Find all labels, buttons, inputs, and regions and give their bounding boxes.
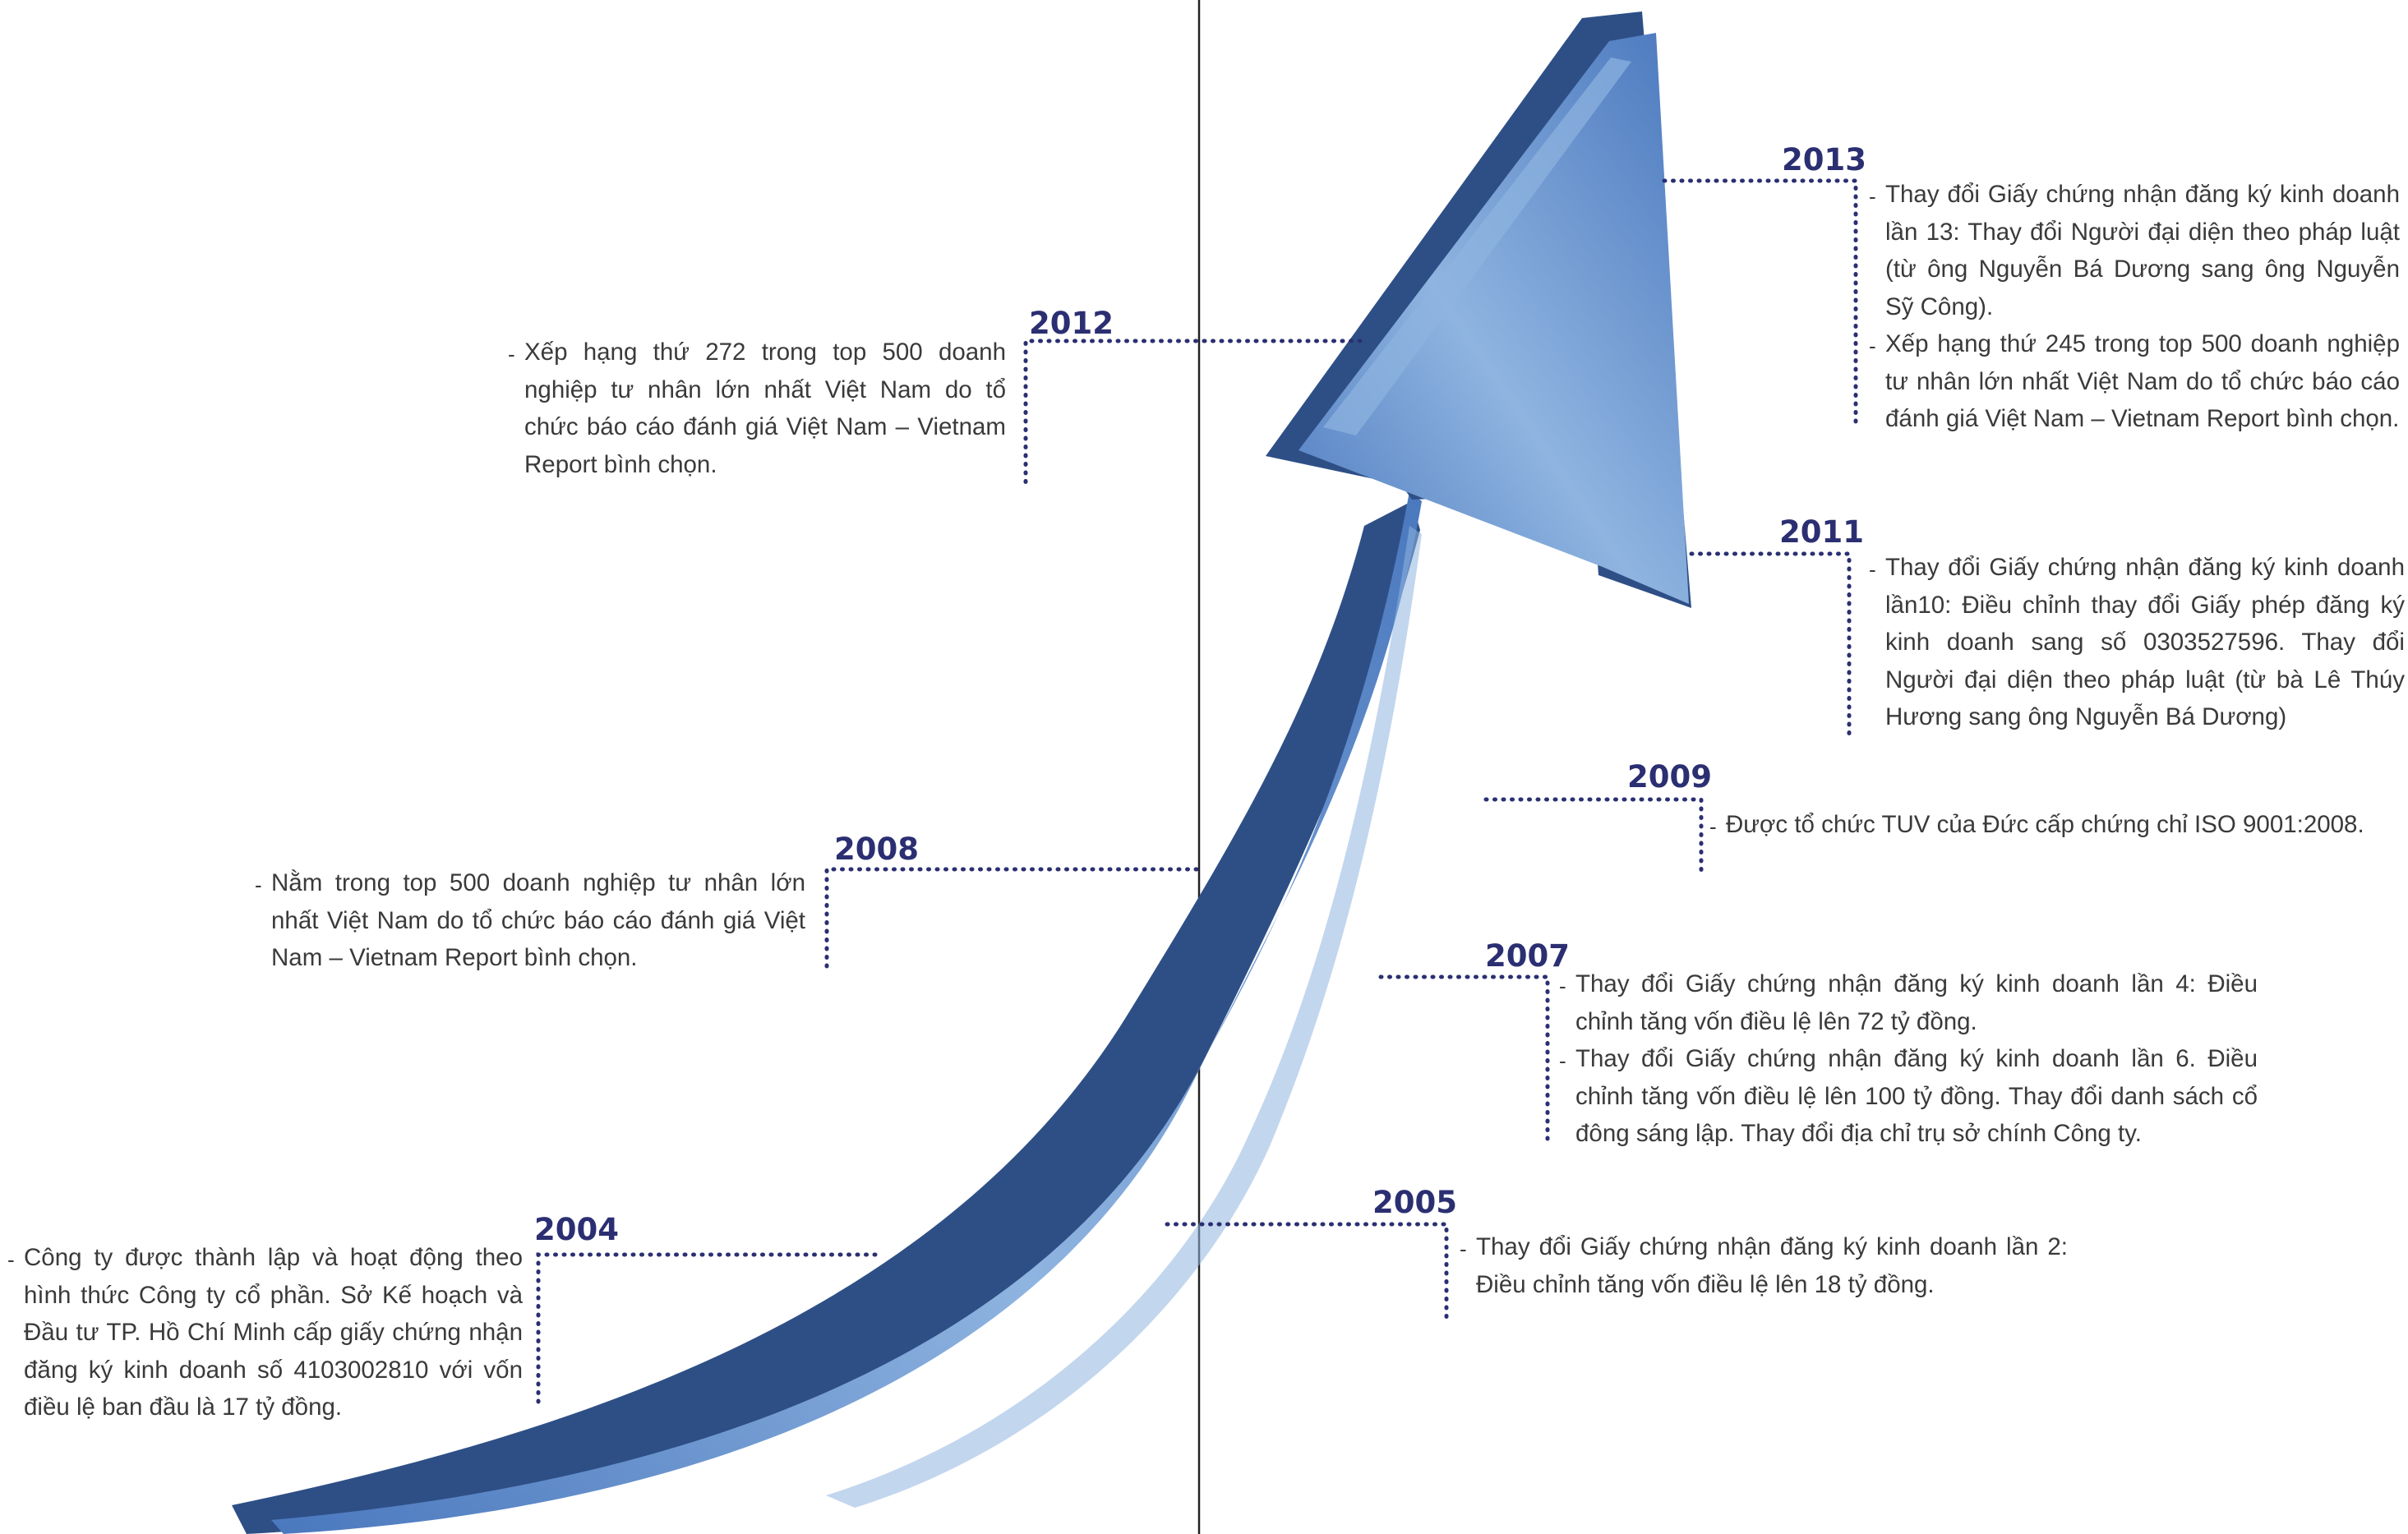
year-label-2007: 2007 [1485,938,1570,974]
connector-2012 [1023,339,1363,487]
event-item-2013-1: Thay đổi Giấy chứng nhận đăng ký kinh do… [1869,176,2400,325]
year-label-2004: 2004 [534,1212,619,1247]
year-label-2009: 2009 [1627,759,1712,795]
event-item-2013-2: Xếp hạng thứ 245 trong top 500 doanh ngh… [1869,325,2400,438]
year-label-2011: 2011 [1779,514,1864,550]
arrow-head-face [1299,33,1689,604]
event-item-2011-1: Thay đổi Giấy chứng nhận đăng ký kinh do… [1869,549,2405,736]
arrow-shaft-highlight [826,526,1422,1508]
event-note-2009: Được tổ chức TUV của Đức cấp chứng chỉ I… [1709,806,2383,845]
event-item-2007-1: Thay đổi Giấy chứng nhận đăng ký kinh do… [1559,965,2258,1040]
event-item-2005-1: Thay đổi Giấy chứng nhận đăng ký kinh do… [1460,1228,2068,1303]
year-label-2012: 2012 [1029,306,1114,341]
connector-2011 [1689,551,1852,738]
event-note-2008: Nằm trong top 500 doanh nghiệp tư nhân l… [255,864,805,977]
year-label-2005: 2005 [1372,1185,1457,1220]
event-note-2004: Công ty được thành lập và hoạt động theo… [7,1239,523,1426]
arrow-head-highlight [1323,58,1631,435]
connector-2008 [824,867,1199,976]
connector-2009 [1483,797,1704,873]
event-item-2007-2: Thay đổi Giấy chứng nhận đăng ký kinh do… [1559,1040,2258,1153]
event-item-2012-1: Xếp hạng thứ 272 trong top 500 doanh ngh… [508,334,1006,483]
event-item-2009-1: Được tổ chức TUV của Đức cấp chứng chỉ I… [1709,806,2383,845]
event-note-2012: Xếp hạng thứ 272 trong top 500 doanh ngh… [508,334,1006,483]
connector-2005 [1165,1222,1449,1321]
year-label-2013: 2013 [1782,142,1866,177]
connectors [536,178,1858,1410]
event-item-2008-1: Nằm trong top 500 doanh nghiệp tư nhân l… [255,864,805,977]
connector-2004 [536,1252,878,1410]
year-label-2008: 2008 [834,831,919,867]
event-note-2013: Thay đổi Giấy chứng nhận đăng ký kinh do… [1869,176,2400,438]
event-note-2011: Thay đổi Giấy chứng nhận đăng ký kinh do… [1869,549,2405,736]
event-item-2004-1: Công ty được thành lập và hoạt động theo… [7,1239,523,1426]
event-note-2005: Thay đổi Giấy chứng nhận đăng ký kinh do… [1460,1228,2068,1303]
event-note-2007: Thay đổi Giấy chứng nhận đăng ký kinh do… [1559,965,2258,1153]
arrow-shaft-shadow [232,501,1420,1534]
connector-2013 [1662,178,1858,430]
connector-2007 [1378,974,1550,1145]
